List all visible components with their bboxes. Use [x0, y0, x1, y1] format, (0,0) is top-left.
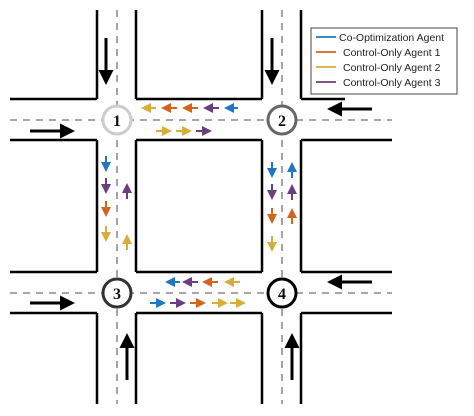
legend-box: [310, 27, 458, 95]
legend-label-control-only-1: Control-Only Agent 1: [343, 47, 441, 59]
intersection-label-2: 2: [278, 113, 286, 130]
legend-label-control-only-3: Control-Only Agent 3: [343, 77, 441, 89]
intersection-node-2: 2: [266, 104, 298, 136]
legend-entry-control-only-3: Control-Only Agent 3: [316, 77, 441, 89]
legend-label-co-optimization: Co-Optimization Agent: [339, 32, 444, 44]
lane-dividers: [10, 10, 392, 404]
intersection-label-3: 3: [113, 286, 121, 303]
intersection-label-4: 4: [278, 286, 286, 303]
intersection-node-4: 4: [266, 277, 298, 309]
legend-entry-control-only-1: Control-Only Agent 1: [316, 47, 441, 59]
legend-entry-control-only-2: Control-Only Agent 2: [316, 62, 441, 74]
legend: Co-Optimization Agent Control-Only Agent…: [310, 27, 458, 95]
intersection-node-1: 1: [101, 104, 133, 136]
incoming-traffic-arrows: [30, 38, 372, 380]
intersection-label-1: 1: [113, 113, 121, 130]
road-edges: [10, 10, 392, 404]
legend-label-control-only-2: Control-Only Agent 2: [343, 62, 441, 74]
legend-entry-co-optimization: Co-Optimization Agent: [316, 32, 444, 44]
agent-arrow-right-road: [267, 162, 297, 252]
intersection-node-3: 3: [101, 277, 133, 309]
agent-arrows-bottom-road: [150, 277, 246, 308]
agent-arrows-top-road: [141, 103, 238, 136]
agent-arrows-left-road: [101, 156, 132, 250]
